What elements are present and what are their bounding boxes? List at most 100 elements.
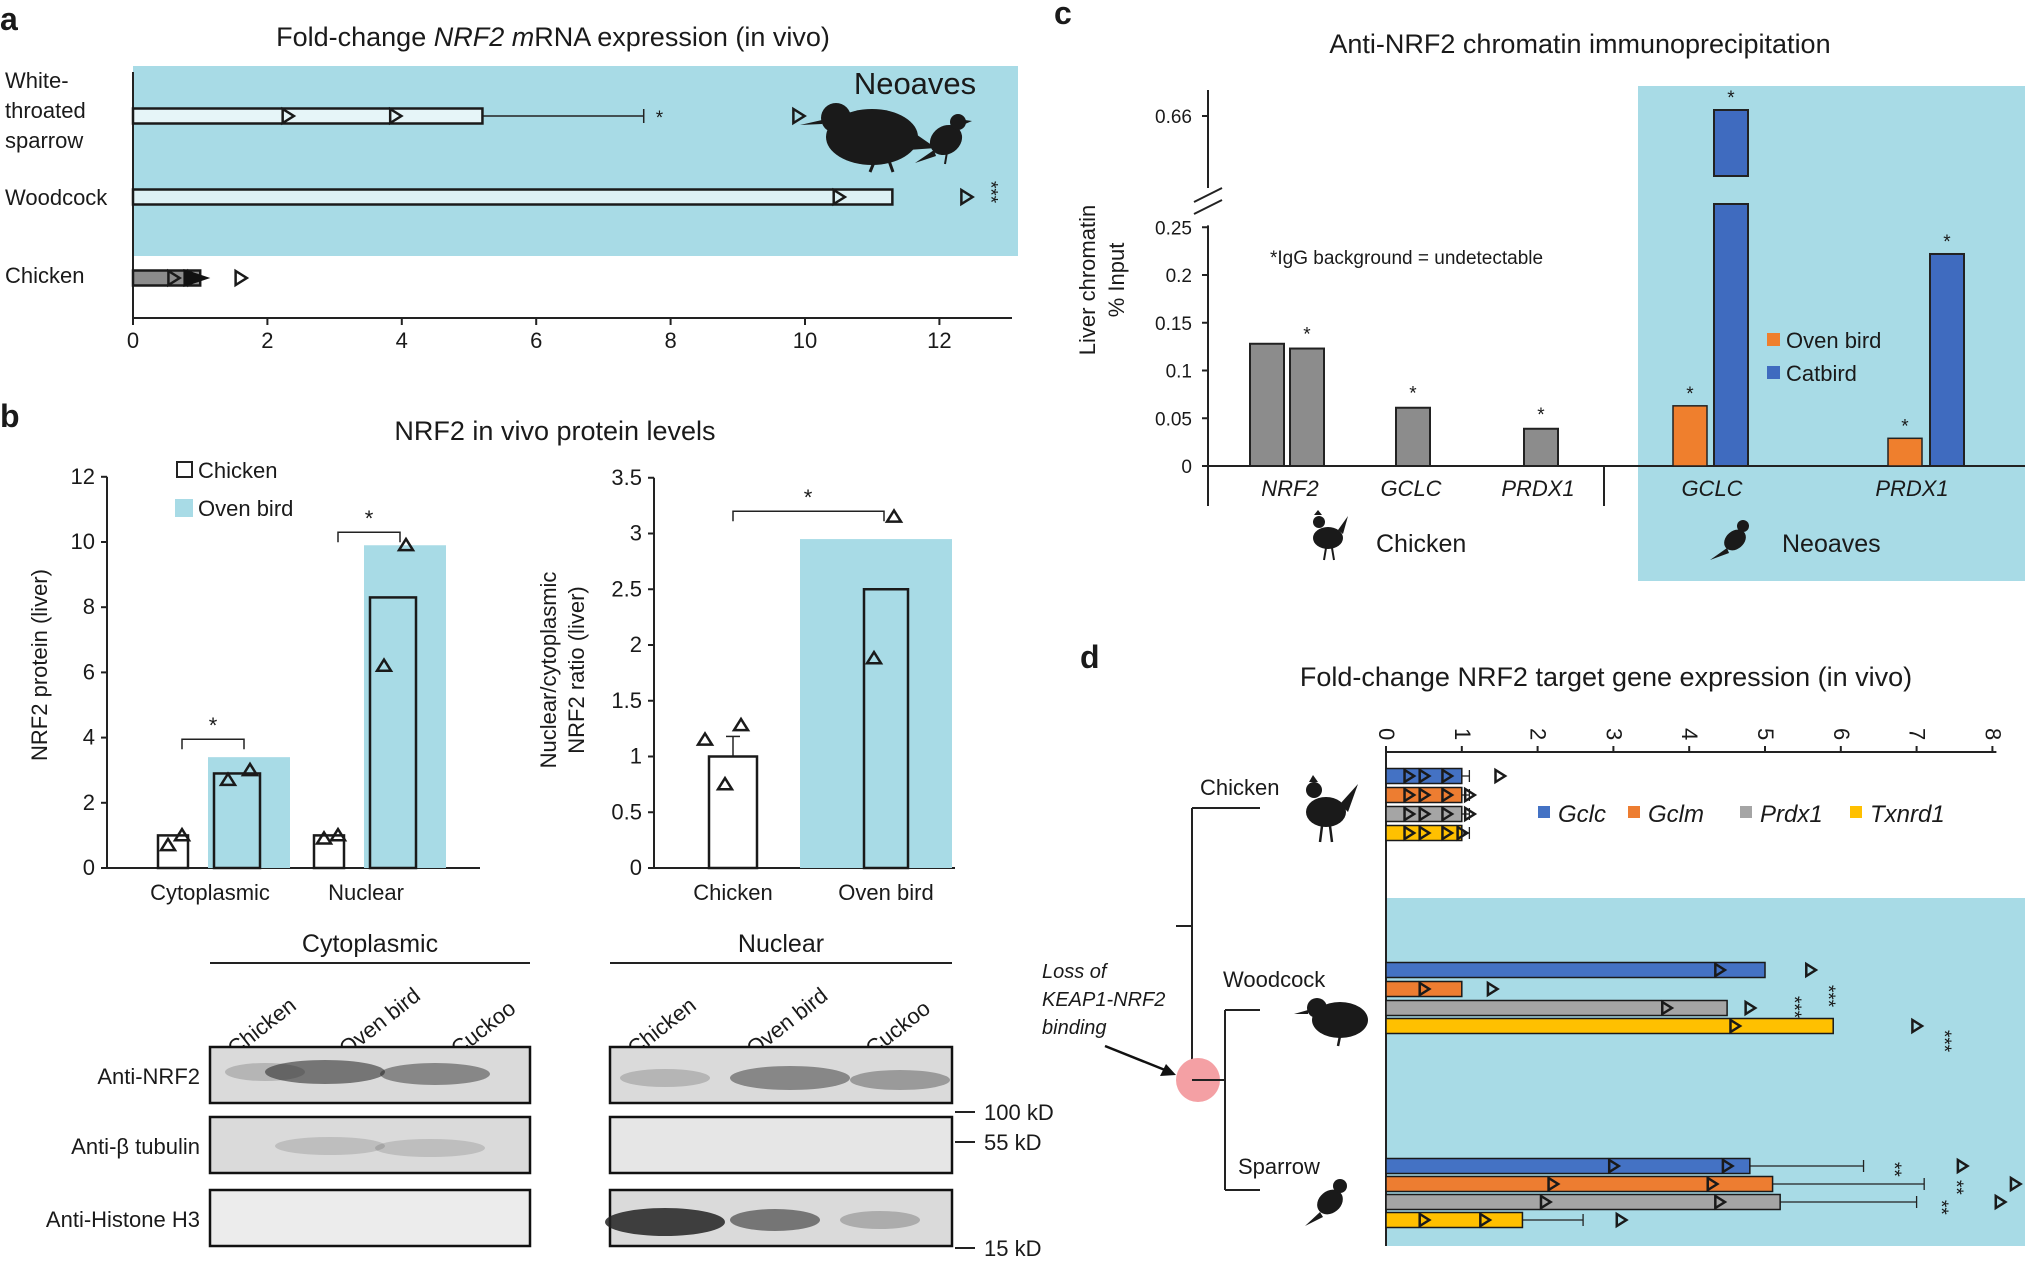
br-data-point [695, 731, 715, 746]
d-data-point [1539, 1193, 1553, 1211]
c-significance: * [1901, 416, 1909, 437]
c-significance: * [1686, 384, 1694, 405]
br-y-tick-label: 2.5 [611, 576, 642, 601]
br-y-tick-label: 0 [630, 855, 642, 880]
d-data-point [1615, 1211, 1629, 1229]
blot-membrane [208, 1115, 532, 1175]
d-data-point [1456, 824, 1470, 842]
d-data-point [1418, 980, 1432, 998]
blot-membrane [608, 1045, 954, 1105]
br-category-label: Oven bird [838, 880, 933, 905]
d-significance: *** [1817, 985, 1838, 1008]
d-x-tick-label: 5 [1753, 728, 1778, 740]
br-y-tick-label: 3.5 [611, 465, 642, 490]
d-bar-txnrd1 [1385, 1211, 1524, 1229]
a-category-label: Chicken [5, 263, 84, 288]
songbird-silhouette-icon [1710, 520, 1749, 560]
a-significance: *** [979, 181, 1000, 204]
b-left-ylabel: NRF2 protein (liver) [27, 569, 52, 761]
d-legend-label: Gclc [1558, 801, 1606, 828]
blot-band [380, 1063, 490, 1085]
blot-group-label: Cytoplasmic [302, 930, 438, 958]
legend-oven-bird-label: Oven bird [198, 496, 293, 521]
c-y-tick-label: 0.66 [1155, 107, 1192, 128]
legend-oven-bird-swatch-c [1767, 333, 1780, 346]
d-legend-swatch [1628, 806, 1640, 818]
d-data-point [1721, 1157, 1735, 1175]
c-y-tick-label: 0.25 [1155, 218, 1192, 239]
bl-category-label: Nuclear [328, 880, 404, 905]
d-species-sparrow: Sparrow [1238, 1154, 1320, 1179]
c-category-label: PRDX1 [1875, 476, 1948, 501]
d-significance: *** [1783, 996, 1804, 1019]
a-category-label: Woodcock [5, 185, 108, 210]
blot-band [225, 1063, 305, 1081]
b-right-ylabel-2: NRF2 ratio (liver) [564, 586, 589, 753]
title-suffix: RNA expression (in vivo) [534, 22, 830, 52]
legend-chicken-swatch [176, 461, 193, 478]
c-catbird-bar-lower [1713, 203, 1749, 467]
keap1-arrowhead [1160, 1064, 1176, 1076]
d-significance: ** [1883, 1162, 1904, 1177]
d-data-point [1661, 999, 1675, 1017]
c-significance: * [1727, 88, 1735, 109]
d-data-point [1463, 805, 1478, 823]
panel-d-letter: d [1080, 639, 1100, 675]
c-axis-break [1193, 187, 1223, 203]
c-ylabel-1: Liver chromatin [1075, 205, 1100, 355]
c-group-chicken-label: Chicken [1376, 530, 1466, 558]
d-data-point [1418, 805, 1432, 823]
legend-chicken-label: Chicken [198, 458, 277, 483]
panel-c: c Anti-NRF2 chromatin immunoprecipitatio… [1054, 0, 2025, 581]
d-data-point [1418, 767, 1432, 785]
a-category-label: sparrow [5, 128, 83, 153]
panel-b-title: NRF2 in vivo protein levels [394, 416, 715, 446]
bl-oven-bird-point [240, 761, 260, 777]
panel-a: a Fold-change NRF2 mRNA expression (in v… [0, 1, 1018, 353]
bl-oven-bird-point [218, 771, 238, 787]
a-bar [131, 107, 484, 125]
c-y-tick-label: 0.1 [1166, 362, 1192, 383]
neoaves-label: Neoaves [854, 66, 976, 101]
a-data-point [388, 106, 404, 126]
blot-membrane [208, 1188, 532, 1248]
d-data-point [1441, 805, 1455, 823]
d-data-point [1479, 1211, 1493, 1229]
br-y-tick-label: 1 [630, 744, 642, 769]
a-data-point [234, 268, 250, 288]
d-bar-gclc [1385, 961, 1766, 979]
br-y-tick-label: 3 [630, 521, 642, 546]
b-right-ylabel-1: Nuclear/cytoplasmic [536, 572, 561, 769]
c-chicken-bar [1249, 342, 1285, 468]
c-y-tick-label: 0.2 [1166, 266, 1192, 287]
d-bar-gclm [1385, 1175, 1774, 1193]
d-data-point [1805, 961, 1819, 979]
bl-oven-bird-point [396, 536, 416, 552]
d-data-point [1714, 1193, 1728, 1211]
bl-significance: * [209, 713, 218, 738]
bl-y-tick-label: 10 [71, 529, 95, 554]
rooster-silhouette-icon [1313, 510, 1348, 561]
a-x-tick-label: 12 [927, 328, 951, 353]
c-significance: * [1303, 325, 1311, 346]
d-legend-swatch [1740, 806, 1752, 818]
sparrow-silhouette-icon [1305, 1179, 1347, 1226]
a-data-point [281, 106, 297, 126]
title-gene: NRF2 [434, 22, 505, 52]
bl-chicken-point [172, 826, 192, 842]
bl-chicken-point [314, 830, 334, 845]
d-data-point [1714, 961, 1728, 979]
br-bar [862, 588, 910, 870]
a-bar [131, 188, 894, 206]
blot-band [850, 1070, 950, 1090]
bl-chicken-point [158, 836, 178, 852]
a-x-tick-label: 6 [530, 328, 542, 353]
d-bar-gclm [1385, 980, 1463, 998]
c-chicken-bar [1289, 347, 1325, 467]
a-x-tick-label: 10 [793, 328, 817, 353]
bl-oven-bird-point [374, 657, 394, 673]
br-y-tick-label: 2 [630, 632, 642, 657]
d-bar-prdx1 [1385, 999, 1728, 1017]
d-species-chicken: Chicken [1200, 775, 1279, 800]
blot-band [605, 1208, 725, 1236]
